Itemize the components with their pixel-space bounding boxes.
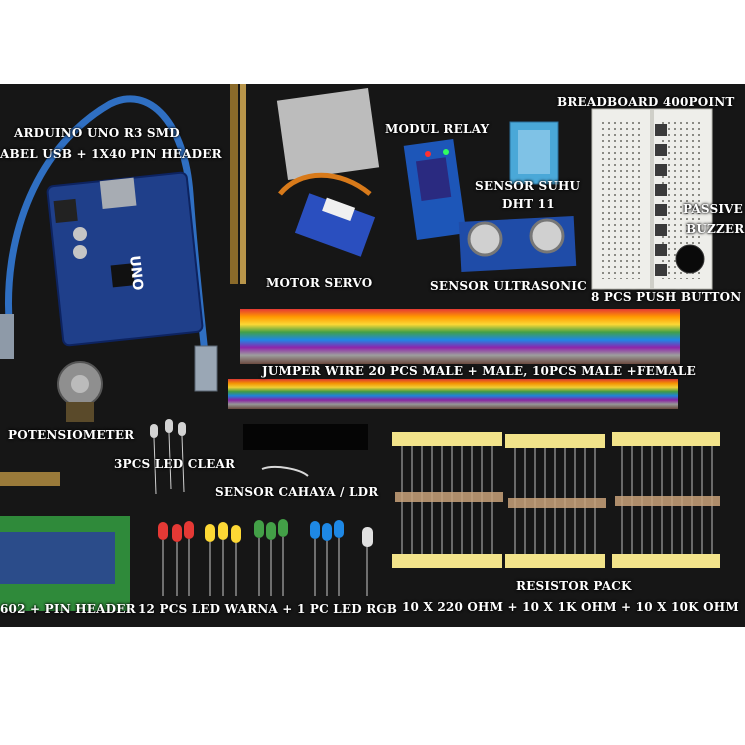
board-text: UNO xyxy=(126,255,146,292)
colored-leds xyxy=(158,519,373,596)
arduino-uno-board: UNO xyxy=(46,171,204,347)
product-photo: UNO xyxy=(0,84,745,627)
label-resistor-values: 10 X 220 OHM + 10 X 1K OHM + 10 X 10K OH… xyxy=(402,600,739,614)
label-sensor-suhu-line2: DHT 11 xyxy=(502,197,555,211)
label-passive-line1: PASSIVE xyxy=(683,202,743,216)
ldr-sensor xyxy=(261,466,309,477)
motor-servo xyxy=(278,172,376,257)
pin-header-left xyxy=(0,472,60,486)
usb-plug xyxy=(194,345,218,392)
label-led-warna: 12 PCS LED WARNA + 1 PC LED RGB xyxy=(138,602,398,616)
label-resistor-pack: RESISTOR PACK xyxy=(516,579,632,593)
label-ldr: SENSOR CAHAYA / LDR xyxy=(215,485,379,499)
label-led-clear: 3PCS LED CLEAR xyxy=(114,457,236,471)
dht11-sensor xyxy=(509,121,559,185)
label-arduino-line1: ARDUINO UNO R3 SMD xyxy=(14,126,180,140)
jumper-wires xyxy=(228,309,680,409)
potentiometer xyxy=(57,361,103,422)
label-lcd: 602 + PIN HEADER xyxy=(0,602,136,616)
label-sensor-ultrasonic: SENSOR ULTRASONIC xyxy=(430,279,587,293)
label-breadboard: BREADBOARD 400POINT xyxy=(557,95,735,109)
passive-buzzer xyxy=(675,244,705,274)
pin-header-strip xyxy=(230,84,246,284)
label-jumper-wire: JUMPER WIRE 20 PCS MALE + MALE, 10PCS MA… xyxy=(262,364,696,378)
label-push-button: 8 PCS PUSH BUTTON xyxy=(591,290,742,304)
label-potensiometer: POTENSIOMETER xyxy=(8,428,135,442)
components-illustration: UNO xyxy=(0,84,720,611)
label-passive-line2: BUZZER xyxy=(686,222,745,236)
usb-plug-left xyxy=(0,314,14,359)
clear-leds xyxy=(150,419,186,438)
label-arduino-line2: ABEL USB + 1X40 PIN HEADER xyxy=(0,147,222,161)
redacted-box xyxy=(243,424,368,450)
relay-module xyxy=(403,138,467,241)
label-motor-servo: MOTOR SERVO xyxy=(266,276,373,290)
ultrasonic-sensor xyxy=(458,215,577,272)
servo-horn-bag xyxy=(276,87,380,181)
breadboard xyxy=(591,108,713,290)
resistor-packs xyxy=(392,432,720,568)
label-sensor-suhu-line1: SENSOR SUHU xyxy=(475,179,581,193)
lcd-module xyxy=(0,516,130,611)
label-modul-relay: MODUL RELAY xyxy=(385,122,490,136)
